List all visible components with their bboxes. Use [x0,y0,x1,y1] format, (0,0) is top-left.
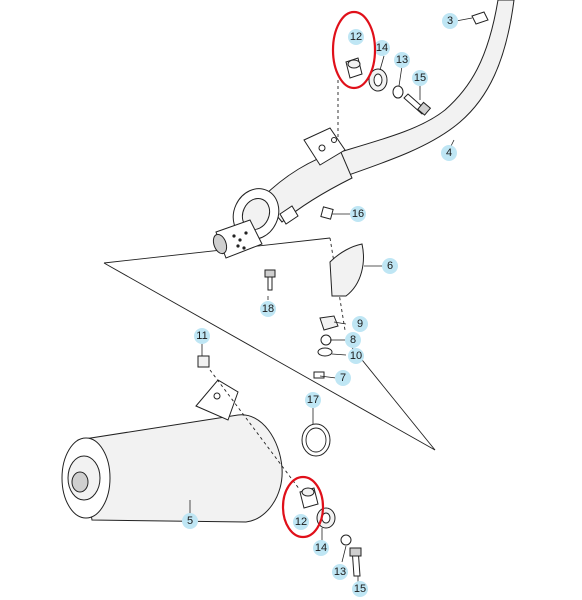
callout-9: 9 [352,316,368,332]
callout-6: 6 [382,258,398,274]
part-13-washer-upper [392,85,404,99]
svg-text:11: 11 [196,330,207,342]
callout-3: 3 [442,13,458,29]
svg-text:16: 16 [352,208,364,220]
part-6-heat-shield [329,243,364,297]
callout-15-upper: 15 [412,70,428,86]
part-11-nut [197,355,210,368]
callout-13-upper: 13 [394,52,410,68]
svg-text:15: 15 [354,583,366,595]
muffler [61,379,283,523]
part-7-bolt [313,371,325,379]
svg-text:13: 13 [334,566,346,578]
callout-10: 10 [348,348,364,364]
svg-text:9: 9 [357,318,363,330]
svg-text:10: 10 [350,350,362,362]
part-3-clip [471,11,489,25]
highlight-ring-lower [281,475,325,539]
callout-7: 7 [335,370,351,386]
part-9-nut [319,315,339,331]
callout-13-lower: 13 [332,564,348,580]
highlight-ring-upper [331,10,377,90]
svg-text:6: 6 [387,260,393,272]
svg-text:8: 8 [350,334,356,346]
callout-5: 5 [182,513,198,529]
callout-14-upper: 14 [374,40,390,56]
svg-text:14: 14 [376,42,388,54]
part-8-collar [320,334,332,346]
svg-text:7: 7 [340,372,346,384]
part-18-bolt [267,275,273,291]
callout-12-lower: 12 [293,514,309,530]
callout-4: 4 [441,145,457,161]
callout-11: 11 [194,328,210,344]
exhaust-pipe [212,0,515,259]
callout-18: 18 [260,301,276,317]
svg-text:14: 14 [315,542,327,554]
callout-12-upper: 12 [348,29,364,45]
callout-17: 17 [305,392,321,408]
callout-16: 16 [350,206,366,222]
svg-text:4: 4 [446,147,452,159]
part-16-nut [320,206,334,220]
svg-text:12: 12 [350,31,362,43]
part-10-washer [317,347,333,357]
svg-text:5: 5 [187,515,193,527]
svg-text:13: 13 [396,54,408,66]
callout-15-lower: 15 [352,581,368,597]
callout-14-lower: 14 [313,540,329,556]
svg-text:12: 12 [295,516,307,528]
svg-text:18: 18 [262,303,274,315]
svg-text:15: 15 [414,72,426,84]
svg-text:17: 17 [307,394,319,406]
svg-text:3: 3 [447,15,453,27]
part-13-washer-lower [340,534,352,546]
assembly-dash-lines [209,80,339,491]
hardware-parts [197,11,489,577]
callout-8: 8 [345,332,361,348]
